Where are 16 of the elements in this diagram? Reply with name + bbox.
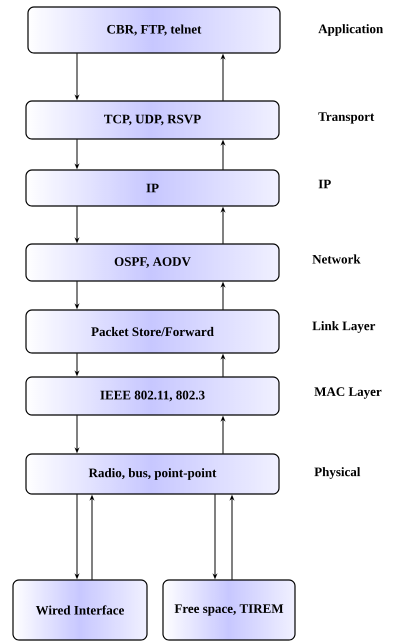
- layer-box: TCP, UDP, RSVP: [25, 100, 280, 140]
- layer-box: OSPF, AODV: [25, 243, 280, 282]
- layer-name: Application: [318, 24, 384, 36]
- layer-name: IP: [318, 180, 331, 188]
- layer-name: Link Layer: [312, 321, 376, 333]
- layer-box: Wired Interface: [12, 579, 148, 641]
- layer-name: MAC Layer: [314, 387, 382, 399]
- layer-box: Radio, bus, point-point: [25, 453, 280, 495]
- layer-box: Packet Store/Forward: [25, 309, 280, 354]
- layer-box: IEEE 802.11, 802.3: [25, 376, 280, 416]
- layer-name: Transport: [318, 112, 374, 124]
- layer-box: IP: [25, 169, 280, 207]
- layer-box: Free space, TIREM: [162, 579, 296, 641]
- layer-name: Physical: [314, 467, 360, 479]
- layer-box: CBR, FTP, telnet: [27, 6, 281, 54]
- layer-name: Network: [312, 254, 361, 264]
